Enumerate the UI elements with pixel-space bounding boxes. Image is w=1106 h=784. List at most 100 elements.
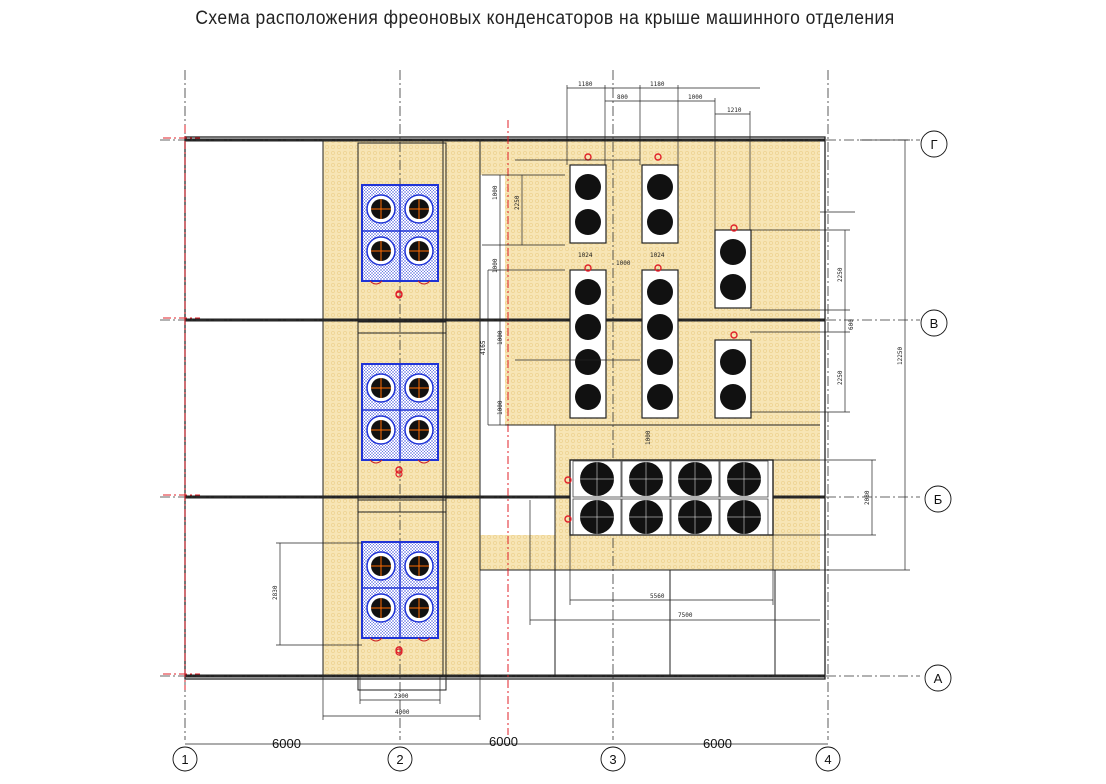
blue-condenser-unit xyxy=(357,142,447,334)
bank-cell xyxy=(670,498,720,536)
dim-mid-gap: 1000 xyxy=(616,260,631,267)
axis-label-a: А xyxy=(934,671,943,686)
span-3-4: 6000 xyxy=(703,736,732,751)
fan-icon xyxy=(720,239,746,265)
fan-icon xyxy=(647,279,673,305)
span-2-3: 6000 xyxy=(489,734,518,749)
condenser-unit xyxy=(569,269,607,419)
axis-bubble-2: 2 xyxy=(387,746,413,772)
fan-icon xyxy=(647,349,673,375)
hatch-low-left xyxy=(480,535,555,570)
bank-cell xyxy=(572,498,622,536)
axis-bubbles: 1 2 3 4 Г В Б А xyxy=(172,130,952,772)
unit-frame xyxy=(357,499,447,691)
vertical-fan-units xyxy=(569,164,752,419)
condenser-unit xyxy=(641,164,679,244)
axis-label-v: В xyxy=(930,316,939,331)
dim-left-unit-h: 2830 xyxy=(272,585,279,600)
axis-bubble-v: В xyxy=(920,309,948,337)
axis-label-g: Г xyxy=(930,137,937,152)
dim-left-total: 4165 xyxy=(480,340,487,355)
red-axis-marks xyxy=(163,120,509,735)
dim-mid-w2: 1024 xyxy=(650,252,665,259)
axis-label-1: 1 xyxy=(181,752,188,767)
dim-left-unit-w: 2300 xyxy=(394,693,409,700)
span-1-2: 6000 xyxy=(272,736,301,751)
unit-frame xyxy=(357,142,447,334)
hatch-left-strip-2 xyxy=(443,140,480,676)
bank-cell xyxy=(719,498,769,536)
red-marker-icon xyxy=(730,224,738,232)
dim-left-unit-w2: 4000 xyxy=(395,709,410,716)
blue-condenser-unit xyxy=(357,321,447,513)
dimension-lines xyxy=(185,85,910,745)
red-marker-icon xyxy=(395,646,403,654)
red-marker-icon xyxy=(584,264,592,272)
condenser-unit xyxy=(641,269,679,419)
unit-pipe xyxy=(369,280,431,285)
axis-label-2: 2 xyxy=(396,752,403,767)
bank-cell xyxy=(621,460,671,498)
drain-marker xyxy=(395,470,403,478)
bank-cell xyxy=(670,460,720,498)
fan-icon xyxy=(575,349,601,375)
red-marker-icon xyxy=(654,153,662,161)
dim-row1-h: 1000 xyxy=(492,185,499,200)
dim-top-gap: 800 xyxy=(617,94,628,101)
fan-icon xyxy=(720,274,746,300)
axis-bubble-a: А xyxy=(924,664,952,692)
condenser-unit xyxy=(569,164,607,244)
dim-top-w2: 1180 xyxy=(650,81,665,88)
dim-left-a: 1000 xyxy=(492,258,499,273)
dimension-texts: 1180 800 1180 1000 1210 1000 2250 1000 1… xyxy=(272,81,904,751)
dim-right-b: 2250 xyxy=(837,370,844,385)
blue-condenser-unit xyxy=(357,499,447,691)
fan-icon xyxy=(720,349,746,375)
dim-center-gap: 1000 xyxy=(645,430,652,445)
axis-label-4: 4 xyxy=(824,752,831,767)
dim-top-w3: 1210 xyxy=(727,107,742,114)
fan-icon xyxy=(575,314,601,340)
dim-big-h: 2080 xyxy=(864,490,871,505)
dim-right-total: 12250 xyxy=(897,347,904,365)
fan-icon xyxy=(647,209,673,235)
red-marker-icon xyxy=(654,264,662,272)
condenser-unit xyxy=(714,339,752,419)
dim-big-w2: 7500 xyxy=(678,612,693,619)
axis-bubble-g: Г xyxy=(920,130,948,158)
dim-big-w: 5560 xyxy=(650,593,665,600)
fan-icon xyxy=(575,174,601,200)
unit-pipe xyxy=(369,637,431,642)
fan-icon xyxy=(575,209,601,235)
fan-icon xyxy=(647,174,673,200)
left-condenser-units xyxy=(357,142,447,691)
dim-right-a: 2250 xyxy=(837,267,844,282)
axis-bubble-3: 3 xyxy=(600,746,626,772)
dim-left-c: 1000 xyxy=(497,400,504,415)
red-marker-icon xyxy=(730,331,738,339)
large-condenser-bank xyxy=(569,459,774,536)
fan-icon xyxy=(720,384,746,410)
bank-cell xyxy=(572,460,622,498)
dim-top-gap2: 1000 xyxy=(688,94,703,101)
fan-icon xyxy=(647,314,673,340)
bank-cell xyxy=(719,460,769,498)
fan-icon xyxy=(647,384,673,410)
dim-mid-w1: 1024 xyxy=(578,252,593,259)
dim-top-w1: 1180 xyxy=(578,81,593,88)
bank-cell xyxy=(621,498,671,536)
fan-icon xyxy=(575,384,601,410)
red-marker-icon xyxy=(395,466,403,474)
axis-bubble-b: Б xyxy=(924,485,952,513)
dim-left-b: 1000 xyxy=(497,330,504,345)
condenser-unit xyxy=(714,229,752,309)
fan-icon xyxy=(575,279,601,305)
axis-label-3: 3 xyxy=(609,752,616,767)
dim-right-gap: 600 xyxy=(848,319,855,330)
unit-pipe xyxy=(369,459,431,464)
red-marker-icon xyxy=(564,476,572,484)
axis-bubble-4: 4 xyxy=(815,746,841,772)
dim-row1-h2: 2250 xyxy=(514,195,521,210)
red-marker-icon xyxy=(395,290,403,298)
